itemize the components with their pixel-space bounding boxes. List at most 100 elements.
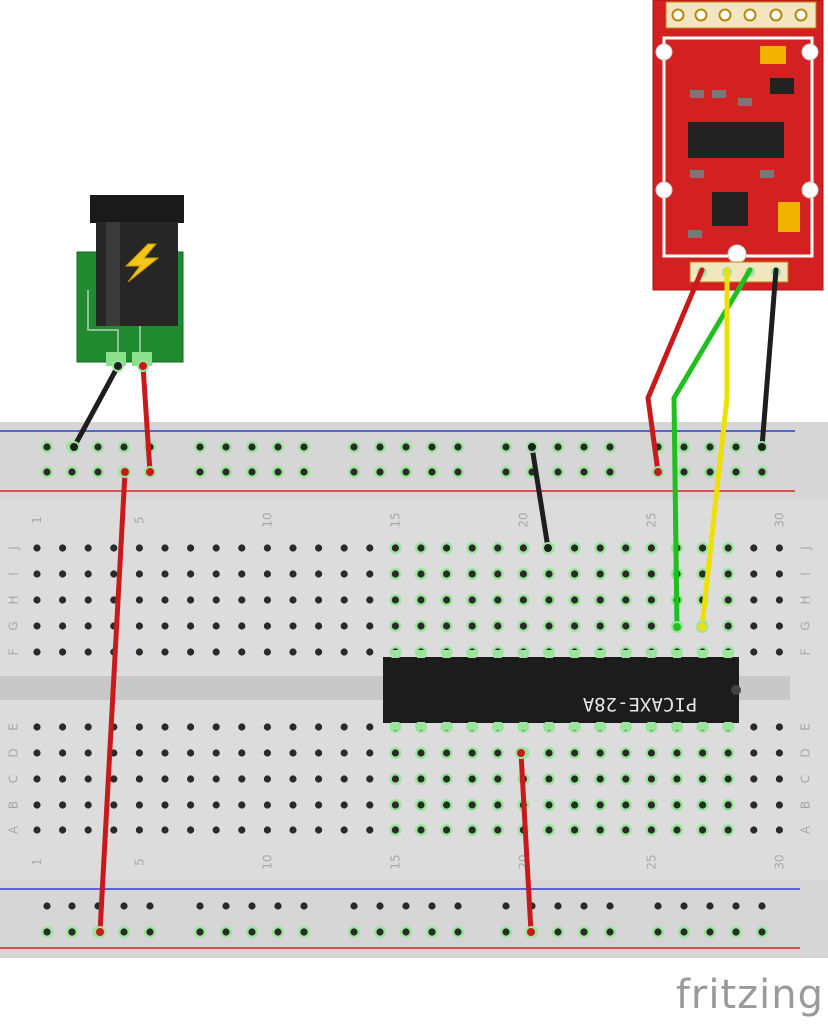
wire-endpoint-7[interactable] [526, 441, 538, 453]
hole-top-rail-0-200[interactable] [196, 443, 204, 451]
hole-bot-r1-c26[interactable] [673, 749, 681, 757]
hole-bot-r4-c1[interactable] [33, 826, 41, 834]
hole-bot-r3-c14[interactable] [366, 801, 374, 809]
hole-top-rail-1-584[interactable] [580, 468, 588, 476]
hole-bot-r3-c3[interactable] [84, 801, 92, 809]
hole-top-r0-c20[interactable] [519, 544, 528, 552]
hole-top-rail-0-710[interactable] [706, 443, 714, 451]
hole-top-r1-c8[interactable] [212, 570, 220, 578]
hole-top-r0-c3[interactable] [84, 544, 92, 552]
hole-bot-r0-c14[interactable] [366, 723, 374, 731]
wire-endpoint-6[interactable] [94, 926, 106, 938]
hole-top-r0-c9[interactable] [238, 544, 246, 552]
hole-top-r1-c4[interactable] [110, 570, 118, 578]
hole-top-r3-c13[interactable] [340, 622, 348, 630]
hole-bot-rail-1-150[interactable] [146, 928, 154, 936]
hole-bot-r0-c13[interactable] [340, 723, 348, 731]
hole-top-r3-c3[interactable] [84, 622, 92, 630]
hole-bot-r4-c22[interactable] [571, 826, 579, 834]
hole-bot-r2-c26[interactable] [673, 775, 681, 783]
hole-bot-r2-c15[interactable] [391, 775, 399, 783]
hole-bot-r2-c16[interactable] [417, 775, 425, 783]
hole-bot-r4-c15[interactable] [391, 826, 399, 834]
hole-bot-rail-0-354[interactable] [350, 902, 358, 910]
hole-top-rail-0-736[interactable] [732, 443, 740, 451]
hole-bot-r3-c6[interactable] [161, 801, 169, 809]
hole-bot-rail-0-47[interactable] [43, 902, 51, 910]
hole-top-r0-c19[interactable] [494, 544, 502, 552]
hole-top-r3-c30[interactable] [775, 622, 784, 630]
hole-bot-r1-c27[interactable] [699, 749, 707, 757]
module-header-pin-5[interactable] [769, 8, 783, 22]
hole-top-r3-c1[interactable] [33, 622, 41, 630]
hole-bot-rail-1-406[interactable] [402, 928, 410, 936]
hole-bot-r1-c5[interactable] [135, 749, 143, 757]
hole-bot-r2-c8[interactable] [212, 775, 220, 783]
hole-top-r2-c15[interactable] [391, 596, 399, 604]
hole-bot-rail-0-252[interactable] [248, 902, 256, 910]
hole-bot-r0-c2[interactable] [59, 723, 67, 731]
hole-top-r3-c22[interactable] [571, 622, 579, 630]
hole-bot-r2-c4[interactable] [110, 775, 118, 783]
hole-top-rail-1-278[interactable] [274, 468, 282, 476]
wire-endpoint-8[interactable] [542, 542, 554, 554]
hole-top-rail-1-610[interactable] [606, 468, 614, 476]
hole-bot-r1-c24[interactable] [622, 749, 630, 757]
hole-top-r2-c17[interactable] [443, 596, 451, 604]
hole-bot-rail-0-610[interactable] [606, 902, 614, 910]
hole-top-r3-c8[interactable] [212, 622, 220, 630]
hole-top-rail-0-558[interactable] [554, 443, 562, 451]
hole-top-r0-c5[interactable] [135, 544, 143, 552]
hole-bot-r1-c11[interactable] [289, 749, 297, 757]
hole-top-r1-c24[interactable] [622, 570, 630, 578]
hole-top-r3-c21[interactable] [545, 622, 553, 630]
hole-top-rail-0-354[interactable] [350, 443, 358, 451]
hole-bot-rail-0-710[interactable] [706, 902, 714, 910]
hole-bot-r4-c5[interactable] [135, 826, 143, 834]
hole-top-r0-c12[interactable] [315, 544, 323, 552]
hole-bot-r3-c30[interactable] [775, 801, 784, 809]
hole-top-r2-c22[interactable] [571, 596, 579, 604]
hole-bot-r0-c9[interactable] [238, 723, 246, 731]
wire-endpoint-9[interactable] [515, 747, 527, 759]
hole-bot-rail-0-658[interactable] [654, 902, 662, 910]
hole-bot-r2-c5[interactable] [135, 775, 143, 783]
hole-bot-r1-c17[interactable] [443, 749, 451, 757]
hole-top-r2-c24[interactable] [622, 596, 630, 604]
hole-bot-r3-c24[interactable] [622, 801, 630, 809]
hole-top-r1-c23[interactable] [596, 570, 604, 578]
wire-endpoint-3[interactable] [137, 360, 149, 372]
hole-top-r2-c23[interactable] [596, 596, 604, 604]
hole-bot-r4-c10[interactable] [263, 826, 271, 834]
hole-bot-r2-c12[interactable] [315, 775, 323, 783]
hole-top-r1-c10[interactable] [263, 570, 271, 578]
hole-top-r1-c27[interactable] [699, 570, 707, 578]
hole-top-r3-c19[interactable] [494, 622, 502, 630]
hole-bot-r1-c14[interactable] [366, 749, 374, 757]
hole-top-r0-c18[interactable] [468, 544, 476, 552]
hole-top-r2-c13[interactable] [340, 596, 348, 604]
hole-top-rail-0-610[interactable] [606, 443, 614, 451]
hole-bot-r3-c8[interactable] [212, 801, 220, 809]
hole-top-r3-c10[interactable] [263, 622, 271, 630]
hole-top-r1-c9[interactable] [238, 570, 246, 578]
hole-bot-r3-c5[interactable] [135, 801, 143, 809]
hole-bot-rail-1-658[interactable] [654, 928, 662, 936]
hole-bot-rail-1-304[interactable] [300, 928, 308, 936]
hole-bot-r2-c19[interactable] [494, 775, 502, 783]
hole-top-r1-c25[interactable] [647, 570, 656, 578]
hole-bot-r4-c30[interactable] [775, 826, 784, 834]
module-header-pin-3[interactable] [718, 8, 732, 22]
hole-bot-r3-c22[interactable] [571, 801, 579, 809]
hole-top-r0-c24[interactable] [622, 544, 630, 552]
hole-bot-r3-c2[interactable] [59, 801, 67, 809]
hole-top-r4-c30[interactable] [775, 648, 784, 656]
hole-bot-r3-c1[interactable] [33, 801, 41, 809]
hole-top-r3-c24[interactable] [622, 622, 630, 630]
hole-top-r0-c8[interactable] [212, 544, 220, 552]
hole-bot-r1-c7[interactable] [187, 749, 195, 757]
hole-bot-r3-c29[interactable] [750, 801, 758, 809]
hole-bot-r4-c17[interactable] [443, 826, 451, 834]
hole-top-r3-c5[interactable] [135, 622, 143, 630]
hole-bot-r2-c9[interactable] [238, 775, 246, 783]
